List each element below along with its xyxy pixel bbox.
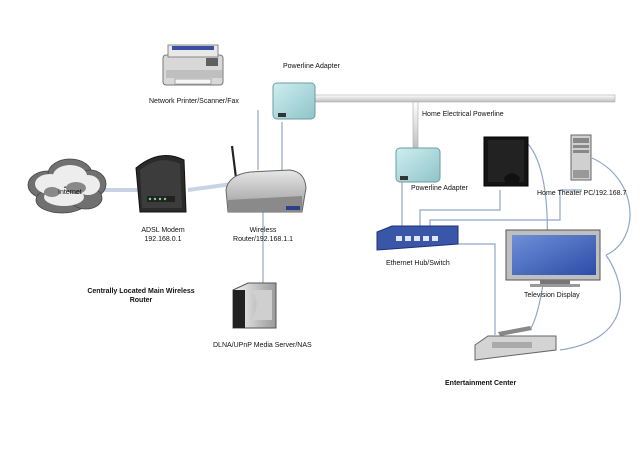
network-printer-icon [162,44,224,86]
router-label-line1: Wireless [249,227,277,234]
nas-label: DLNA/UPnP Media Server/NAS [213,342,312,349]
central-router-caption-line2: Router [129,297,153,304]
central-router-caption: Centrally Located Main Wireless Router [78,287,204,305]
wireless-router-icon [225,145,307,213]
modem-label-line1: ADSL Modem [141,227,185,234]
central-router-caption-line1: Centrally Located Main Wireless [87,288,195,295]
powerline-adapter-top-icon [272,82,316,120]
media-player-icon [474,326,557,361]
home-powerline-label: Home Electrical Powerline [422,111,504,118]
htpc-label: Home Theater PC/192.168.7 [537,190,627,197]
game-console-icon [483,136,529,187]
printer-label: Network Printer/Scanner/Fax [149,98,239,105]
home-theater-pc-icon [570,134,592,181]
powerline-adapter-mid-icon [395,147,441,183]
television-icon [505,229,601,287]
tv-label: Television Display [524,292,580,299]
ethernet-hub-icon [376,225,459,251]
home-electrical-powerline [296,94,616,151]
adsl-modem-icon [135,155,187,213]
modem-label: ADSL Modem 192.168.0.1 [138,226,188,244]
modem-label-line2: 192.168.0.1 [144,236,182,243]
powerline-adapter-mid-label: Powerline Adapter [411,185,468,192]
router-label: Wireless Router/192.168.1.1 [228,226,298,244]
internet-label: Internet [58,189,82,196]
entertainment-center-caption: Entertainment Center [445,380,517,387]
hub-label: Ethernet Hub/Switch [386,260,450,267]
router-label-line2: Router/192.168.1.1 [233,236,293,243]
powerline-adapter-top-label: Powerline Adapter [283,63,340,70]
media-server-nas-icon [232,282,277,329]
internet-cloud-icon [27,158,107,214]
